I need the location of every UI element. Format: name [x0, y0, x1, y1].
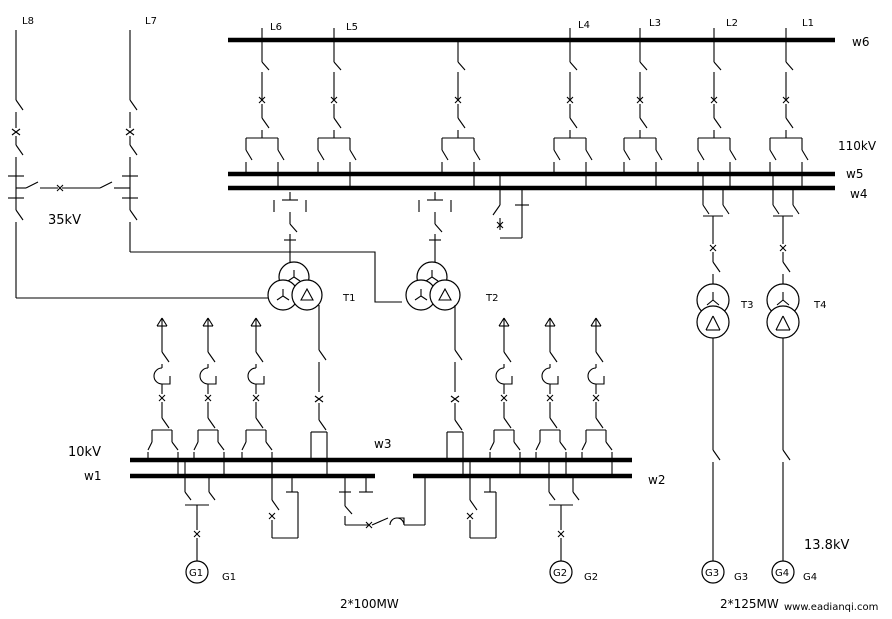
- feeder-l8: [8, 30, 24, 298]
- transformer-t1: [267, 192, 328, 476]
- line-label-l3: L3: [649, 18, 661, 29]
- cable-feeder-10kv: [241, 317, 273, 476]
- generator-label-g4: G4: [803, 572, 817, 583]
- transformer-label-t1: T1: [342, 293, 355, 304]
- feeder-group: [245, 28, 809, 188]
- line-label-l4: L4: [578, 20, 590, 31]
- voltage-label-35kv: 35kV: [48, 213, 81, 228]
- feeder-bay-110kv: [245, 28, 285, 188]
- cable-feeder-10kv: [193, 317, 225, 476]
- generator-label-g2: G2: [584, 572, 598, 583]
- line-label-l1: L1: [802, 18, 814, 29]
- feeder-bay-110kv: [623, 28, 663, 188]
- auxiliary-bay-10kv: [466, 460, 497, 539]
- unit-branch: [766, 174, 800, 561]
- bus-label-w2: w2: [648, 473, 665, 487]
- cable-feeder-10kv: [581, 317, 613, 476]
- feeder-bay-110kv: [441, 40, 481, 188]
- generator-g2: G2 G2: [549, 560, 598, 584]
- generator-label-g1: G1: [222, 572, 236, 583]
- line-label-l7: L7: [145, 16, 157, 27]
- cable-feeder-10kv: [489, 317, 521, 476]
- rating-label-125mw: 2*125MW: [720, 597, 779, 611]
- rating-label-100mw: 2*100MW: [340, 597, 399, 611]
- feeder-bay-110kv: [553, 28, 593, 188]
- line-label-l6: L6: [270, 22, 282, 33]
- voltage-label-110kv: 110kV: [838, 139, 877, 153]
- transformer-label-t4: T4: [813, 300, 826, 311]
- generator-g3: G3 G3: [701, 560, 748, 584]
- generator-circle-g1: G1: [189, 568, 203, 579]
- feeder-bay-110kv: [317, 28, 357, 188]
- feeder-bay-110kv: [769, 28, 809, 188]
- line-label-l8: L8: [22, 16, 34, 27]
- unit-branch: [696, 174, 730, 561]
- bus-label-w6: w6: [852, 35, 869, 49]
- voltage-label-10kv: 10kV: [68, 445, 101, 460]
- link-l7-t2: [130, 251, 402, 303]
- line-label-l5: L5: [346, 22, 358, 33]
- bus-label-w5: w5: [846, 167, 863, 181]
- line-label-l2: L2: [726, 18, 738, 29]
- generator-g1: G1 G1: [185, 560, 236, 584]
- transformer-t2: [405, 192, 464, 476]
- bus-label-w3: w3: [374, 437, 391, 451]
- cable-feeder-10kv: [147, 317, 179, 476]
- generator-bay-10kv: [548, 460, 580, 561]
- unit-group: [696, 174, 800, 561]
- bus-coupler-110kv: [492, 174, 529, 239]
- feeder-l7: [122, 30, 138, 252]
- generator-bay-10kv: [184, 460, 216, 561]
- bus-label-w4: w4: [850, 187, 867, 201]
- bus-tie-10kv: [339, 476, 426, 529]
- bus-tie-35kv: [16, 181, 130, 192]
- bus-label-w1: w1: [84, 469, 101, 483]
- cable-feeder-10kv: [535, 317, 567, 476]
- feeder-bay-110kv: [697, 28, 737, 188]
- generator-circle-g3: G3: [705, 568, 719, 579]
- transformer-label-t2: T2: [485, 293, 498, 304]
- transformer-label-t3: T3: [740, 300, 753, 311]
- generator-label-g3: G3: [734, 572, 748, 583]
- voltage-label-13-8kv: 13.8kV: [804, 538, 849, 553]
- generator-g4: G4 G4: [771, 560, 817, 584]
- auxiliary-bay-10kv: [268, 460, 299, 539]
- lv-feeder-group: [147, 317, 613, 561]
- watermark-text: www.eadianqi.com: [784, 602, 878, 613]
- generator-circle-g4: G4: [775, 568, 789, 579]
- generator-circle-g2: G2: [553, 568, 567, 579]
